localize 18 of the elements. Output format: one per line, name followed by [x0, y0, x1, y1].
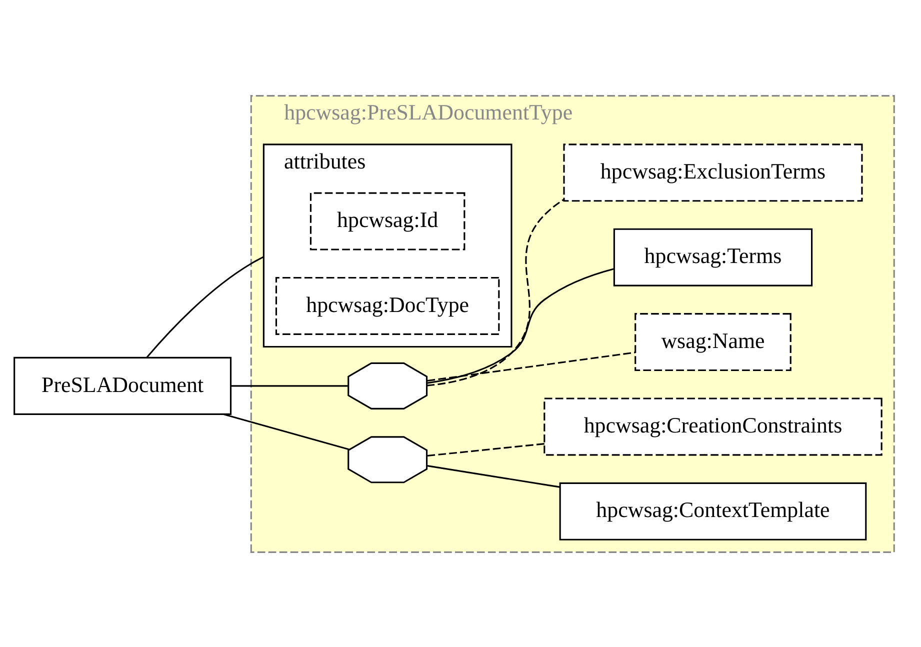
- node-box: hpcwsag:CreationConstraints: [544, 397, 882, 456]
- node-box: hpcwsag:ContextTemplate: [559, 482, 867, 540]
- node-box: hpcwsag:DocType: [275, 276, 500, 334]
- node-octagon: [348, 436, 428, 483]
- connector: [426, 268, 614, 384]
- connector: [427, 442, 544, 456]
- connector: [426, 198, 564, 386]
- connector: [146, 256, 264, 358]
- node-octagon: [348, 362, 428, 409]
- node-box: hpcwsag:Id: [310, 192, 466, 250]
- node-box: wsag:Name: [634, 312, 792, 371]
- node-box: hpcwsag:ExclusionTerms: [563, 143, 863, 202]
- connector: [231, 384, 348, 386]
- connector: [427, 351, 636, 382]
- connector: [427, 464, 560, 488]
- node-box: hpcwsag:Terms: [613, 228, 813, 286]
- connector: [224, 413, 350, 450]
- node-box: PreSLADocument: [14, 356, 232, 414]
